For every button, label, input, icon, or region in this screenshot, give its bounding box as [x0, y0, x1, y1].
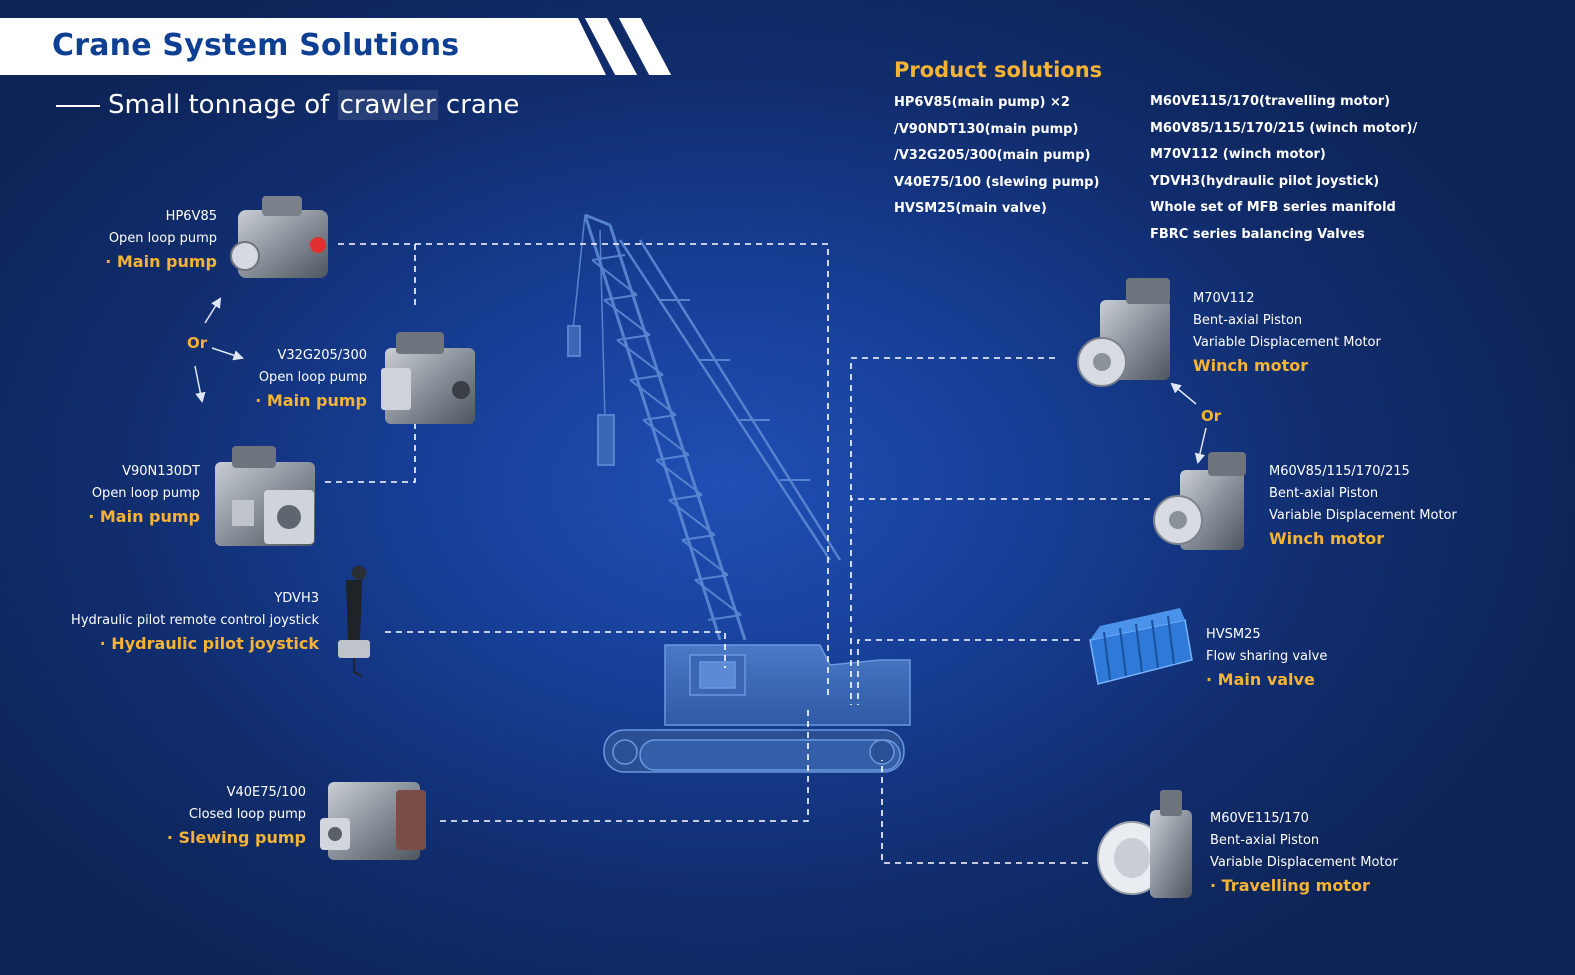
page-title: Crane System Solutions [52, 28, 460, 63]
component-kind: · Main pump [105, 252, 217, 271]
component-desc: Flow sharing valve [1206, 649, 1328, 664]
product-item: Whole set of MFB series manifold [1150, 200, 1396, 215]
v90n-pump-image [215, 446, 315, 546]
component-desc: Hydraulic pilot remote control joystick [71, 613, 319, 628]
component-model: V40E75/100 [226, 785, 306, 800]
or-label-right: Or [1201, 407, 1222, 425]
component-desc: Variable Displacement Motor [1193, 335, 1381, 350]
product-item: M60VE115/170(travelling motor) [1150, 94, 1391, 109]
component-desc: Variable Displacement Motor [1269, 508, 1457, 523]
product-item: HP6V85(main pump) ×2 [894, 95, 1070, 110]
component-kind: · Travelling motor [1210, 876, 1370, 895]
component-kind: · Main pump [88, 507, 200, 526]
v32g-pump-image [381, 332, 475, 424]
component-desc: Open loop pump [91, 486, 200, 501]
component-model: YDVH3 [274, 591, 319, 606]
hvsm25-label: HVSM25 Flow sharing valve · Main valve [1206, 624, 1327, 692]
component-model: HVSM25 [1206, 627, 1261, 642]
component-model: M70V112 [1193, 291, 1255, 306]
crawler-tracks [603, 729, 905, 773]
or-arrows [194, 297, 1207, 465]
subtitle-prefix: Small tonnage of [108, 90, 338, 120]
m60v-label: M60V85/115/170/215 Bent-axial Piston Var… [1269, 461, 1457, 551]
hvsm25-valve-image [1089, 608, 1193, 685]
title-banner [0, 18, 606, 75]
component-desc: Closed loop pump [188, 807, 306, 822]
v40e-label: V40E75/100 Closed loop pump · Slewing pu… [167, 782, 306, 850]
component-kind: · Hydraulic pilot joystick [99, 634, 319, 653]
component-desc: Bent-axial Piston [1193, 313, 1303, 328]
component-desc: Open loop pump [108, 231, 217, 246]
m60v-motor-image [1153, 452, 1246, 550]
product-item: HVSM25(main valve) [894, 201, 1047, 216]
product-item: /V90NDT130(main pump) [894, 121, 1079, 137]
component-kind: · Slewing pump [166, 828, 306, 847]
component-desc: Open loop pump [258, 370, 367, 385]
m70v-label: M70V112 Bent-axial Piston Variable Displ… [1193, 288, 1381, 378]
product-solutions-title: Product solutions [894, 58, 1103, 82]
subtitle-highlight: crawler [337, 90, 438, 120]
product-item: M70V112 (winch motor) [1150, 147, 1326, 162]
component-model: M60VE115/170 [1210, 811, 1309, 826]
component-model: HP6V85 [165, 209, 217, 224]
component-model: V90N130DT [122, 464, 200, 479]
m60ve-label: M60VE115/170 Bent-axial Piston Variable … [1210, 808, 1398, 898]
subtitle-suffix: crane [437, 90, 520, 120]
product-item: /V32G205/300(main pump) [894, 148, 1091, 163]
component-desc: Bent-axial Piston [1210, 833, 1320, 848]
crawler-crane-illustration [567, 213, 842, 641]
hp6v85-label: HP6V85 Open loop pump · Main pump [105, 206, 217, 274]
v90n-label: V90N130DT Open loop pump · Main pump [88, 461, 200, 529]
component-model: V32G205/300 [277, 348, 367, 363]
product-list-left: HP6V85(main pump) ×2 /V90NDT130(main pum… [894, 90, 1099, 223]
v40e-pump-image [320, 782, 426, 860]
connector-lines [325, 243, 1150, 864]
ydvh3-joystick-image [338, 565, 370, 677]
product-item: V40E75/100 (slewing pump) [894, 174, 1100, 190]
component-kind: · Main pump [255, 391, 367, 410]
m70v-motor-image [1077, 278, 1170, 387]
component-kind: Winch motor [1193, 356, 1309, 375]
ydvh3-label: YDVH3 Hydraulic pilot remote control joy… [71, 588, 319, 656]
crane-body [664, 644, 911, 726]
component-kind: · Main valve [1206, 670, 1315, 689]
component-desc: Bent-axial Piston [1269, 486, 1379, 501]
component-kind: Winch motor [1269, 529, 1385, 548]
or-label-left: Or [187, 334, 208, 352]
page-subtitle: Small tonnage of crawler crane [56, 90, 519, 120]
product-item: YDVH3(hydraulic pilot joystick) [1150, 173, 1380, 189]
product-item: M60V85/115/170/215 (winch motor)/ [1150, 120, 1418, 136]
product-item: FBRC series balancing Valves [1150, 226, 1365, 242]
v32g-label: V32G205/300 Open loop pump · Main pump [255, 345, 367, 413]
component-desc: Variable Displacement Motor [1210, 855, 1398, 870]
hp6v85-pump-image [230, 196, 328, 278]
m60ve-motor-image [1097, 790, 1192, 898]
component-model: M60V85/115/170/215 [1269, 464, 1410, 479]
product-list-right: M60VE115/170(travelling motor) M60V85/11… [1150, 89, 1417, 248]
